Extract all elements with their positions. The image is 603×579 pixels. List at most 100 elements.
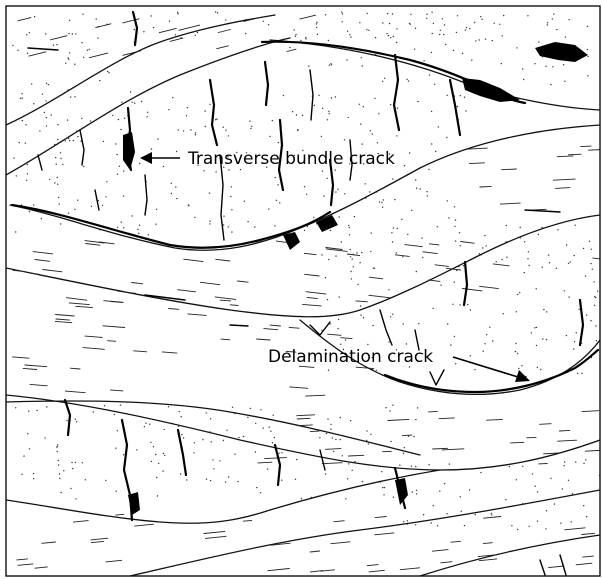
fiber-stroke: [581, 146, 591, 147]
stipple-dot: [93, 411, 94, 412]
stipple-dot: [378, 113, 379, 114]
stipple-dot: [349, 227, 350, 228]
stipple-dot: [146, 116, 147, 117]
stipple-dot: [469, 28, 470, 29]
stipple-dot: [74, 63, 75, 64]
void-blob: [535, 42, 588, 62]
stipple-dot: [306, 194, 307, 195]
fiber-stroke: [18, 564, 33, 565]
stipple-dot: [70, 96, 71, 97]
stipple-dot: [372, 325, 373, 326]
stipple-dot: [231, 186, 232, 187]
stipple-dot: [479, 253, 480, 254]
stipple-dot: [565, 36, 566, 37]
stipple-dot: [231, 231, 232, 232]
stipple-dot: [465, 110, 466, 111]
stipple-dot: [337, 189, 338, 190]
stipple-dot: [348, 117, 349, 118]
stipple-dot: [515, 351, 516, 352]
transverse-crack: [394, 55, 399, 130]
void-blob: [462, 78, 520, 102]
stipple-dot: [362, 143, 363, 144]
stipple-dot: [410, 24, 411, 25]
stipple-dot: [575, 225, 576, 226]
stipple-dot: [53, 45, 54, 46]
stipple-dot: [586, 314, 587, 315]
stipple-dot: [550, 84, 551, 85]
stipple-dot: [134, 29, 135, 30]
stipple-dot: [594, 296, 595, 297]
stipple-dot: [543, 309, 544, 310]
stipple-dot: [383, 494, 384, 495]
stipple-dot: [374, 98, 375, 99]
stipple-dot: [341, 241, 342, 242]
stipple-dot: [352, 258, 353, 259]
stipple-dot: [388, 35, 389, 36]
stipple-dot: [102, 205, 103, 206]
stipple-dot: [205, 126, 206, 127]
stipple-dot: [390, 441, 391, 442]
stipple-dot: [281, 480, 282, 481]
stipple-dot: [66, 420, 67, 421]
stipple-dot: [22, 120, 23, 121]
stipple-dot: [437, 226, 438, 227]
fiber-stroke: [549, 566, 564, 568]
stipple-dot: [506, 257, 507, 258]
stipple-dot: [67, 57, 68, 58]
stipple-dot: [186, 115, 187, 116]
stipple-dot: [569, 261, 570, 262]
stipple-dot: [225, 481, 226, 482]
stipple-dot: [445, 44, 446, 45]
stipple-dot: [68, 33, 69, 34]
stipple-dot: [151, 15, 152, 16]
stipple-dot: [431, 522, 432, 523]
fiber-stroke: [484, 517, 501, 519]
stipple-dot: [255, 451, 256, 452]
stipple-dot: [538, 41, 539, 42]
stipple-dot: [421, 237, 422, 238]
stipple-dot: [560, 523, 561, 524]
stipple-dot: [366, 29, 367, 30]
stipple-dot: [250, 408, 251, 409]
stipple-dot: [295, 36, 296, 37]
stipple-dot: [226, 430, 227, 431]
stipple-dot: [57, 446, 58, 447]
stipple-dot: [545, 528, 546, 529]
stipple-dot: [168, 406, 169, 407]
stipple-dot: [360, 314, 361, 315]
stipple-dot: [143, 31, 144, 32]
stipple-dot: [206, 412, 207, 413]
stipple-dot: [350, 36, 351, 37]
transverse-crack: [310, 70, 313, 120]
stipple-dot: [359, 104, 360, 105]
stipple-dot: [340, 439, 341, 440]
fiber-stroke: [388, 419, 409, 420]
stipple-dot: [595, 297, 596, 298]
transverse-crack: [265, 62, 268, 105]
stipple-dot: [75, 33, 76, 34]
stipple-dot: [91, 206, 92, 207]
stipple-dot: [244, 201, 245, 202]
fiber-stroke: [29, 52, 46, 56]
fiber-stroke: [116, 514, 124, 515]
stipple-dot: [516, 479, 517, 480]
stipple-dot: [217, 12, 218, 13]
stipple-dot: [464, 525, 465, 526]
stipple-dot: [332, 437, 333, 438]
stipple-dot: [300, 40, 301, 41]
stipple-dot: [422, 257, 423, 258]
stipple-dot: [99, 80, 100, 81]
fiber-stroke: [169, 309, 179, 310]
fiber-stroke: [86, 244, 100, 246]
stipple-dot: [432, 33, 433, 34]
stipple-dot: [367, 13, 368, 14]
stipple-dot: [163, 166, 164, 167]
stipple-dot: [186, 479, 187, 480]
stipple-dot: [353, 266, 354, 267]
fiber-stroke: [405, 245, 422, 247]
fiber-stroke: [349, 455, 364, 456]
upper-bundle-top-edge: [6, 15, 275, 125]
stipple-dot: [155, 224, 156, 225]
stipple-dot: [359, 22, 360, 23]
stipple-dot: [376, 370, 377, 371]
